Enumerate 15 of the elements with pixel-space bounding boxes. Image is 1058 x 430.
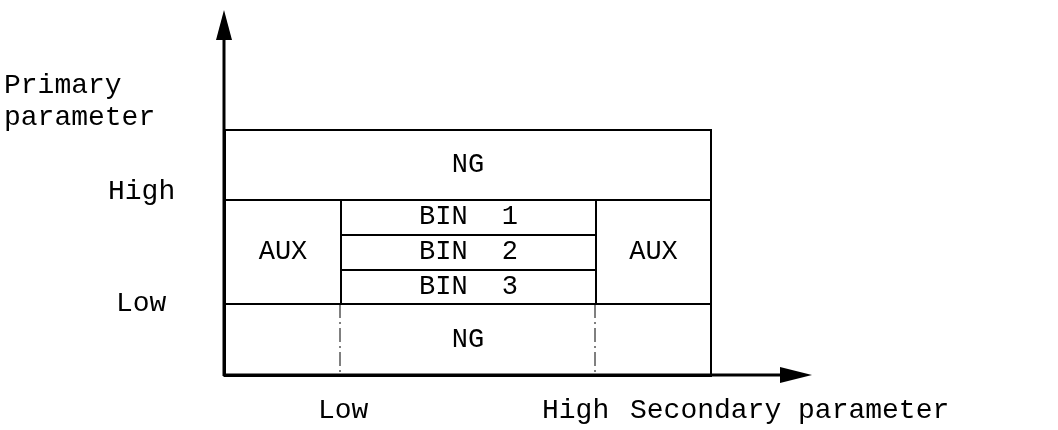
axis-title: Primary parameter [4,70,157,135]
region-label: AUX [258,238,308,266]
region-label: BIN 1 [419,204,518,231]
region-label: NG [451,151,485,179]
tick-label: Low [318,395,369,428]
axis-title: Secondary parameter [630,395,950,428]
region-label: BIN 3 [419,273,518,301]
region-label: NG [451,326,485,354]
tick-label: High [108,176,176,209]
region-label: BIN 2 [419,239,518,266]
ng-band [224,129,712,201]
region-label: AUX [629,238,678,266]
tick-label: Low [116,288,167,321]
tick-label: High [542,395,610,428]
ng-band [224,303,712,377]
